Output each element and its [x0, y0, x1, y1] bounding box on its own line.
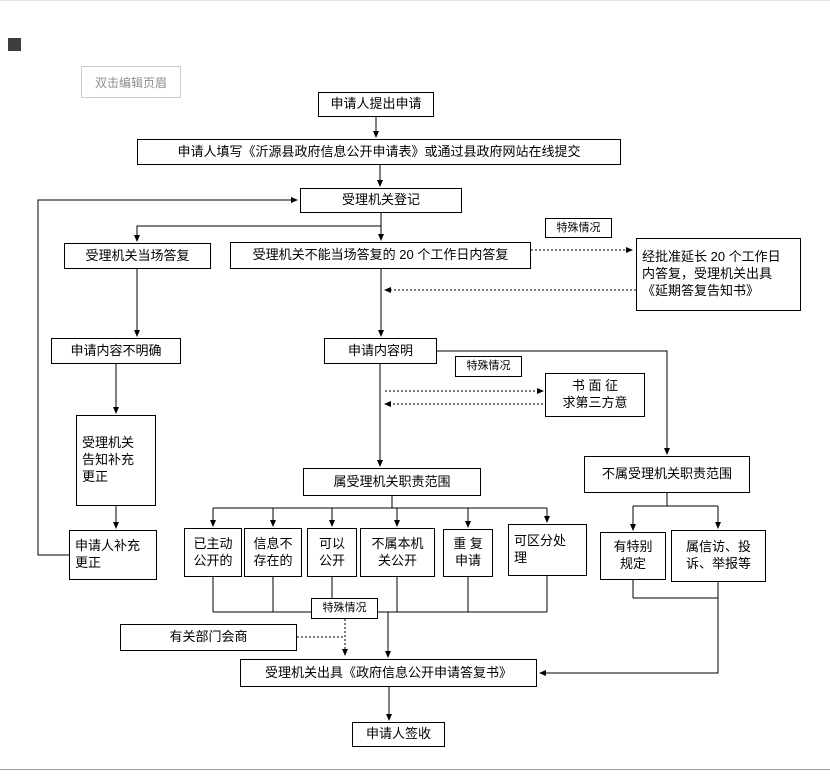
node-petition-complaint: 属信访、投 诉、举报等 — [671, 530, 766, 582]
node-outside-scope: 不属受理机关职责范围 — [584, 456, 750, 493]
node-separable-handling: 可区分处 理 — [508, 524, 587, 576]
page-bottom-edge — [0, 769, 830, 770]
node-fill-application-form: 申请人填写《沂源县政府信息公开申请表》或通过县政府网站在线提交 — [137, 139, 621, 165]
node-notify-supplement: 受理机关 告知补充 更正 — [76, 415, 156, 506]
node-onsite-reply: 受理机关当场答复 — [64, 243, 211, 269]
page-top-edge — [0, 0, 830, 1]
node-special-provisions: 有特别 规定 — [600, 532, 666, 580]
node-within-scope: 属受理机关职责范围 — [303, 468, 481, 496]
node-content-clear: 申请内容明 — [324, 338, 437, 364]
node-already-public: 已主动 公开的 — [184, 528, 242, 577]
node-extension-notice: 经批准延长 20 个工作日 内答复，受理机关出具 《延期答复告知书》 — [636, 238, 801, 311]
node-issue-reply-document: 受理机关出具《政府信息公开申请答复书》 — [240, 659, 537, 687]
node-department-consultation: 有关部门会商 — [120, 624, 297, 651]
node-applicant-submit: 申请人提出申请 — [318, 92, 434, 117]
label-special-case-2: 特殊情况 — [455, 356, 522, 377]
node-info-not-exist: 信息不 存在的 — [244, 528, 302, 577]
label-special-case-3: 特殊情况 — [311, 598, 378, 619]
node-not-this-authority: 不属本机 关公开 — [360, 528, 435, 577]
node-repeated-request: 重 复 申请 — [443, 529, 493, 577]
node-register: 受理机关登记 — [300, 188, 462, 213]
node-content-unclear: 申请内容不明确 — [51, 338, 181, 364]
node-applicant-supplement: 申请人补充 更正 — [69, 530, 157, 580]
node-can-be-public: 可以 公开 — [307, 528, 357, 577]
corner-marker — [8, 38, 21, 51]
node-consult-third-party: 书 面 征 求第三方意 — [545, 373, 645, 417]
label-special-case-1: 特殊情况 — [545, 218, 612, 238]
node-reply-within-20-days: 受理机关不能当场答复的 20 个工作日内答复 — [230, 242, 531, 269]
edit-header-hint[interactable]: 双击编辑页眉 — [81, 66, 181, 98]
node-applicant-sign: 申请人签收 — [352, 722, 445, 747]
